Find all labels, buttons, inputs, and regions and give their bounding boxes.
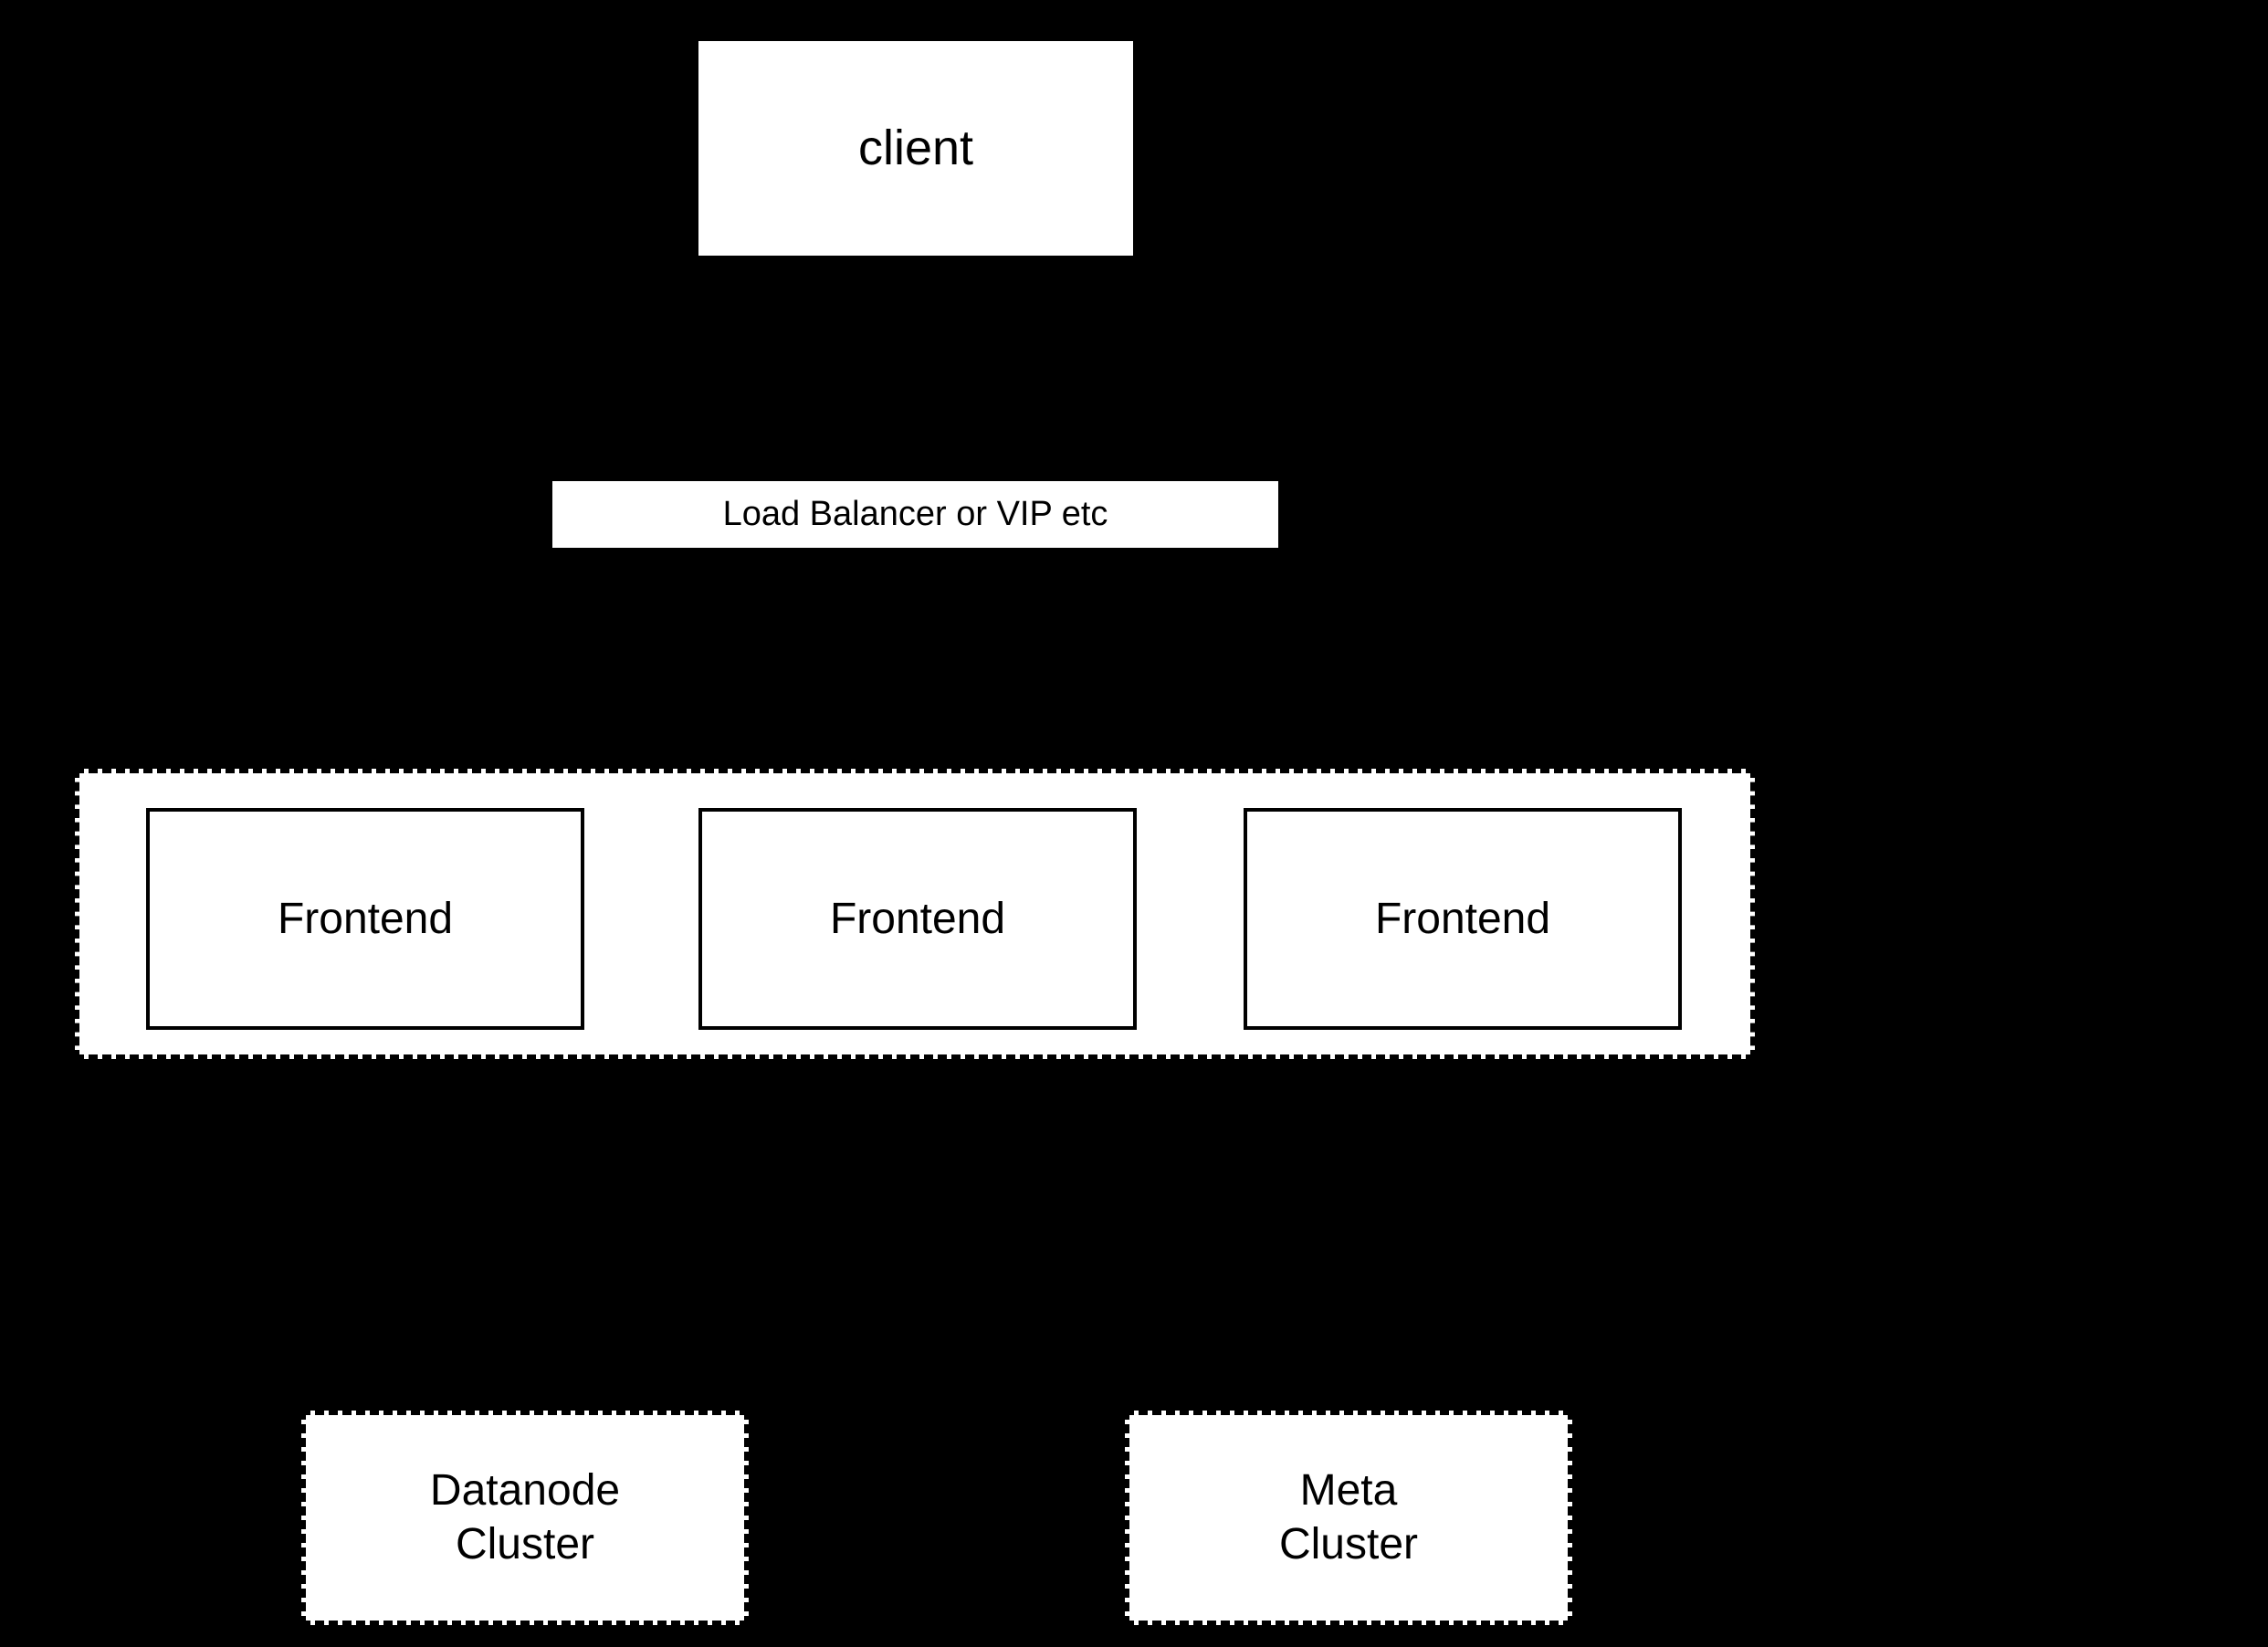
frontend-group-container[interactable]: Frontend Frontend Frontend [75, 769, 1755, 1059]
node-frontend-1-label: Frontend [277, 895, 454, 943]
node-meta-cluster[interactable]: Meta Cluster [1125, 1411, 1572, 1625]
node-load-balancer-label: Load Balancer or VIP etc [722, 495, 1108, 534]
node-frontend-3[interactable]: Frontend [1244, 808, 1682, 1030]
node-meta-cluster-label: Meta Cluster [1278, 1465, 1419, 1568]
node-client-label: client [857, 120, 974, 175]
node-client[interactable]: client [698, 41, 1133, 256]
node-frontend-2-label: Frontend [829, 895, 1006, 943]
node-datanode-cluster[interactable]: Datanode Cluster [301, 1411, 749, 1625]
node-frontend-2[interactable]: Frontend [698, 808, 1137, 1030]
node-frontend-3-label: Frontend [1374, 895, 1551, 943]
node-load-balancer[interactable]: Load Balancer or VIP etc [552, 481, 1278, 548]
node-datanode-cluster-label: Datanode Cluster [429, 1465, 621, 1568]
node-frontend-1[interactable]: Frontend [146, 808, 584, 1030]
